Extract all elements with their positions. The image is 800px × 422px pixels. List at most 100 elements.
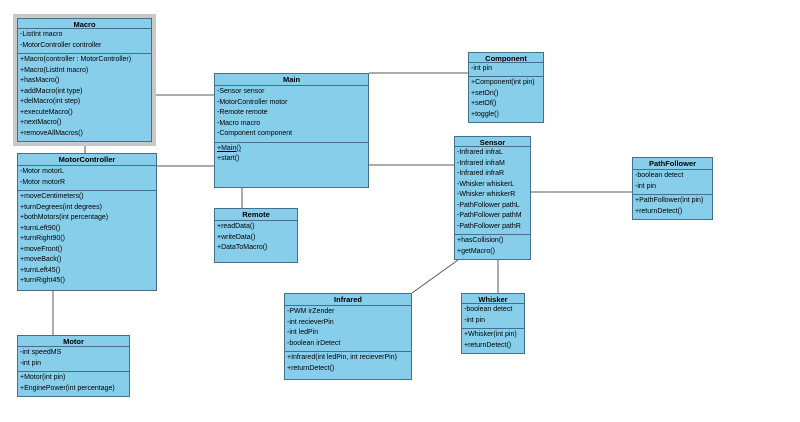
- attribute-line: -Remote remote: [217, 109, 268, 116]
- class-methods-macro: +Macro(controller : MotorController) +Mac…: [18, 54, 151, 141]
- attribute-line: -Infrared infraL: [457, 149, 503, 156]
- class-attributes-infrared: -PWM irZender -int recieverPin -int ledPin…: [285, 306, 411, 352]
- attribute-line: -Infrared infraM: [457, 159, 505, 167]
- class-box-main[interactable]: Main -Sensor sensor -MotorController motor…: [214, 73, 369, 188]
- attribute-line: -int recieverPin: [287, 318, 334, 326]
- class-methods-pathfollower: +PathFollower(int pin) +returnDetect(): [633, 195, 712, 219]
- attribute-line: -Motor motorR: [20, 178, 66, 186]
- method-line: +returnDetect(): [287, 364, 335, 372]
- method-line: +moveBack(): [20, 256, 62, 263]
- method-line: +addMacro(int type): [20, 87, 83, 95]
- class-title-whisker: Whisker: [462, 294, 524, 304]
- attribute-line: -boolean detect: [635, 172, 684, 179]
- class-attributes-macro: -ListInt macro -MotorController controlle…: [18, 29, 151, 54]
- method-line: +writeData(): [217, 233, 256, 241]
- class-title-main: Main: [215, 74, 368, 86]
- class-methods-main: +Main() +start(): [215, 143, 368, 188]
- attribute-line: -PathFollower pathL: [457, 201, 520, 209]
- method-line: +turnDegrees(int degrees): [20, 203, 102, 211]
- class-title-remote: Remote: [215, 209, 297, 221]
- method-line: +turnRight90(): [20, 235, 65, 242]
- class-methods-remote: +readData()+writeData()+DataToMacro(): [215, 221, 297, 262]
- method-line: +turnRight45(): [20, 277, 65, 284]
- class-box-pathfollower[interactable]: PathFollower -boolean detect -int pin +Path…: [632, 157, 713, 220]
- class-attributes-whisker: -boolean detect -int pin: [462, 304, 524, 329]
- attribute-line: -Whisker whiskerR: [457, 191, 516, 198]
- method-line: +hasMacro(): [20, 77, 60, 84]
- attribute-line: -int pin: [635, 182, 657, 190]
- class-attributes-pathfollower: -boolean detect -int pin: [633, 170, 712, 195]
- class-attributes-motor: -int speedMS -int pin: [18, 347, 129, 372]
- method-line: +Component(int pin): [471, 79, 535, 86]
- attribute-line: -boolean detect: [464, 306, 513, 313]
- method-line: +PathFollower(int pin): [635, 197, 704, 204]
- connector-sensor-to-infrared[interactable]: [411, 259, 459, 294]
- attribute-line: -MotorController motor: [217, 98, 288, 106]
- class-title-motor: Motor: [18, 336, 129, 347]
- method-line: +returnDetect(): [464, 341, 512, 349]
- method-line: +Macro(ListInt macro): [20, 66, 89, 74]
- method-line: +Macro(controller : MotorController): [20, 56, 132, 63]
- method-line: +turnLeft90(): [20, 224, 61, 232]
- method-line: +Whisker(int pin): [464, 331, 517, 338]
- method-line: +bothMotors(int percentage): [20, 214, 109, 221]
- method-line: +Main(): [217, 144, 241, 152]
- method-line: +Infrared(int ledPin, int recieverPin): [287, 354, 397, 361]
- class-box-motor[interactable]: Motor -int speedMS -int pin +Motor(int pin)…: [17, 335, 130, 397]
- attribute-line: -boolean irDetect: [287, 339, 341, 347]
- class-title-infrared: Infrared: [285, 294, 411, 306]
- method-line: +setOf(): [471, 100, 497, 107]
- attribute-line: -PWM irZender: [287, 308, 335, 315]
- method-line: +start(): [217, 155, 240, 162]
- class-methods-motor: +Motor(int pin) +EnginePower(int percenta…: [18, 372, 129, 396]
- class-attributes-component: -int pin: [469, 63, 543, 77]
- attribute-line: -MotorController controller: [20, 41, 102, 49]
- class-box-remote[interactable]: Remote+readData()+writeData()+DataToMacr…: [214, 208, 298, 263]
- class-methods-sensor: +hasCollision() +getMacro(): [455, 235, 530, 259]
- class-box-motorcontroller[interactable]: MotorController-Motor motorL-Motor motor…: [17, 153, 157, 291]
- attribute-line: -Component component: [217, 130, 293, 137]
- method-line: +moveCentimeters(): [20, 193, 84, 200]
- class-methods-motorcontroller: +moveCentimeters() +turnDegrees(int degre…: [18, 191, 156, 290]
- class-box-whisker[interactable]: Whisker -boolean detect -int pin +Whisker(i…: [461, 293, 525, 354]
- class-title-pathfollower: PathFollower: [633, 158, 712, 170]
- attribute-line: -Macro macro: [217, 119, 261, 127]
- attribute-line: -PathFollower pathR: [457, 222, 521, 230]
- attribute-line: -Infrared infraR: [457, 170, 505, 177]
- attribute-line: -int ledPin: [287, 329, 319, 336]
- attribute-line: -Motor motorL: [20, 168, 64, 175]
- class-methods-component: +Component(int pin)+setOn()+setOf()+togg…: [469, 77, 543, 122]
- class-box-component[interactable]: Component-int pin+Component(int pin)+set…: [468, 52, 544, 123]
- class-attributes-motorcontroller: -Motor motorL -Motor motorR: [18, 166, 156, 191]
- class-title-motorcontroller: MotorController: [18, 154, 156, 166]
- class-attributes-main: -Sensor sensor -MotorController motor -Rem…: [215, 86, 368, 143]
- attribute-line: -Sensor sensor: [217, 88, 265, 95]
- class-attributes-sensor: -Infrared infraL -Infrared infraM -Infrare…: [455, 147, 530, 235]
- method-line: +hasCollision(): [457, 237, 504, 244]
- method-line: +executeMacro(): [20, 108, 73, 116]
- method-line: +nextMacro(): [20, 119, 62, 126]
- method-line: +getMacro(): [457, 247, 495, 255]
- method-line: +removeAllMacros(): [20, 129, 83, 137]
- class-title-sensor: Sensor: [455, 137, 530, 147]
- class-box-sensor[interactable]: Sensor-Infrared infraL-Infrared infraM-I…: [454, 136, 531, 260]
- attribute-line: -Whisker whiskerL: [457, 180, 515, 188]
- class-methods-whisker: +Whisker(int pin) +returnDetect(): [462, 329, 524, 353]
- method-line: +delMacro(int step): [20, 98, 81, 105]
- attribute-line: -int pin: [20, 359, 42, 367]
- class-methods-infrared: +Infrared(int ledPin, int recieverPin) +r…: [285, 352, 411, 379]
- attribute-line: -ListInt macro: [20, 31, 63, 38]
- attribute-line: -int speedMS: [20, 349, 62, 356]
- attribute-line: -PathFollower pathM: [457, 212, 522, 219]
- method-line: +EnginePower(int percentage): [20, 384, 115, 392]
- attribute-line: -int pin: [464, 316, 486, 324]
- class-box-infrared[interactable]: Infrared -PWM irZender -int recieverPin -in…: [284, 293, 412, 380]
- method-line: +returnDetect(): [635, 207, 683, 215]
- class-box-macro[interactable]: Macro-ListInt macro-MotorController cont…: [17, 18, 152, 142]
- method-line: +moveFront(): [20, 245, 63, 253]
- method-line: +Motor(int pin): [20, 374, 66, 381]
- method-line: +turnLeft45(): [20, 266, 61, 274]
- class-title-component: Component: [469, 53, 543, 63]
